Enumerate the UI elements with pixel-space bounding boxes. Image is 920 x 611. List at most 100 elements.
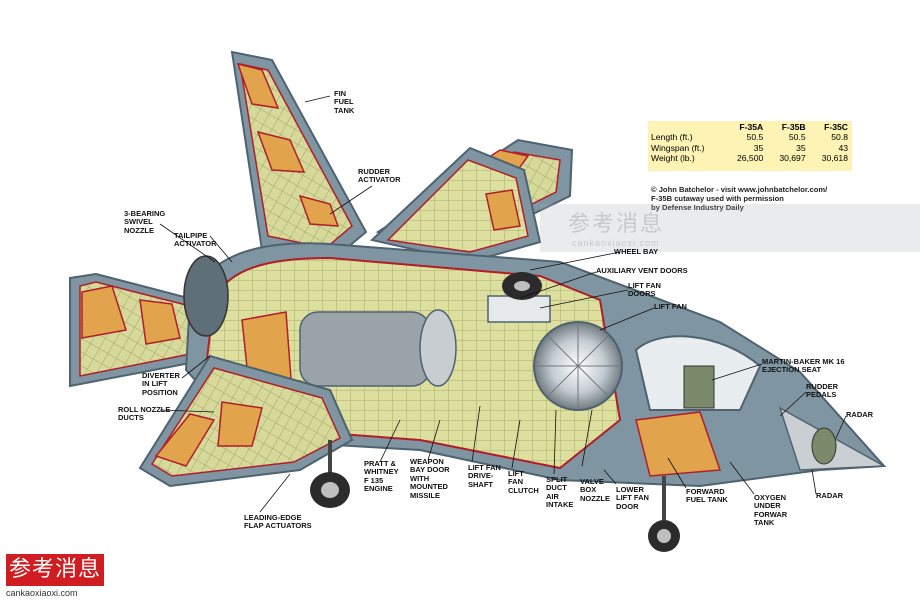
label-line: EJECTION SEAT: [762, 365, 822, 375]
label-line: LIFT FAN: [628, 281, 661, 290]
label-line: BAY DOOR: [410, 465, 450, 475]
watermark-band: [540, 204, 920, 252]
label-line: FORWAR: [754, 509, 788, 519]
label-line: WEAPON: [410, 457, 444, 466]
label-line: MOUNTED: [410, 482, 448, 492]
credit-line: by Defense Industry Daily: [651, 202, 744, 212]
label-line: ACTIVATOR: [358, 175, 401, 185]
spec-header-f35c: F-35C: [824, 122, 848, 132]
label-line: FUEL TANK: [686, 495, 728, 505]
label-line: DUCT: [546, 483, 567, 493]
spec-cell: 30,618: [821, 153, 848, 163]
spec-cell: 35: [753, 142, 764, 153]
credit-note: © John Batchelor - visit www.johnbatchel…: [651, 185, 828, 212]
label-line: AUXILIARY VENT DOORS: [596, 266, 688, 275]
label-line: LEADING-EDGE: [244, 513, 302, 522]
label-line: RADAR: [846, 410, 874, 419]
spec-cell: Wingspan (ft.): [651, 142, 705, 153]
label-line: LIFT FAN: [616, 493, 649, 503]
label-line: F 135: [364, 475, 384, 485]
label-line: LIFT FAN: [468, 463, 501, 472]
label-line: LOWER: [616, 485, 644, 494]
label-line: WITH: [410, 473, 430, 483]
label-line: DIVERTER: [142, 371, 180, 380]
label-line: INTAKE: [546, 500, 574, 510]
label-line: LIFT FAN: [654, 302, 687, 311]
spec-cell: Length (ft.): [651, 132, 693, 142]
label-line: AIR: [546, 491, 559, 501]
label-line: FLAP ACTUATORS: [244, 521, 312, 531]
label-line: FORWARD: [686, 487, 725, 496]
label-line: VALVE: [580, 477, 604, 486]
watermark-logo: 参考消息: [6, 554, 104, 586]
watermark-url: cankaoxiaoxi.com: [572, 238, 660, 248]
spec-cell: 30,697: [779, 153, 806, 163]
main-wing: [138, 354, 354, 488]
credit-line: © John Batchelor - visit www.johnbatchel…: [651, 185, 828, 194]
watermark-text: 参考消息: [568, 212, 665, 237]
spec-header-f35a: F-35A: [739, 122, 764, 132]
label-aux-vent-doors: AUXILIARY VENT DOORS: [596, 266, 688, 275]
label-line: ROLL NOZZLE: [118, 405, 171, 414]
vertical-fin: [230, 50, 368, 264]
spec-row: Length (ft.) 50.5 50.5 50.8: [648, 132, 852, 143]
label-line: OXYGEN: [754, 493, 787, 502]
label-line: WHITNEY: [364, 467, 399, 477]
credit-line: F-35B cutaway used with permission: [651, 193, 784, 203]
label-line: RADAR: [816, 491, 844, 500]
label-line: RUDDER: [358, 167, 391, 176]
label-line: SPLIT: [546, 475, 568, 484]
label-line: PEDALS: [806, 390, 837, 400]
label-line: DUCTS: [118, 413, 144, 423]
label-line: 3-BEARING: [124, 209, 166, 218]
label-line: FAN: [508, 477, 523, 487]
label-line: UNDER: [754, 501, 781, 511]
landing-gear: [310, 272, 680, 552]
spec-cell: 43: [838, 142, 848, 153]
spec-cell: 50.5: [746, 132, 764, 142]
spec-cell: 50.5: [788, 132, 806, 142]
label-radar-bottom: RADAR: [816, 491, 844, 500]
label-line: PRATT &: [364, 459, 396, 468]
label-line: MARTIN-BAKER MK 16: [762, 357, 845, 366]
label-line: SHAFT: [468, 479, 493, 489]
label-line: DRIVE-: [468, 471, 494, 481]
spec-row: Weight (lb.) 26,500 30,697 30,618: [648, 153, 852, 164]
label-line: DOOR: [616, 501, 639, 511]
label-line: CLUTCH: [508, 485, 539, 495]
label-line: NOZZLE: [580, 493, 610, 503]
spec-cell: 35: [796, 142, 806, 153]
label-line: IN LIFT: [142, 379, 168, 389]
label-line: POSITION: [142, 387, 178, 397]
label-line: WHEEL BAY: [614, 247, 659, 256]
label-wheel-bay: WHEEL BAY: [614, 247, 659, 256]
label-line: LIFT: [508, 469, 524, 478]
label-radar-top: RADAR: [846, 410, 874, 419]
label-line: DOORS: [628, 289, 656, 299]
spec-row: Wingspan (ft.) 35 35 43: [648, 143, 852, 154]
label-line: TANK: [754, 518, 775, 528]
spec-cell: 50.8: [831, 132, 848, 142]
label-line: RUDDER: [806, 382, 839, 391]
watermark-logo-url: cankaoxiaoxi.com: [6, 588, 78, 598]
spec-header-blank: [648, 121, 725, 132]
